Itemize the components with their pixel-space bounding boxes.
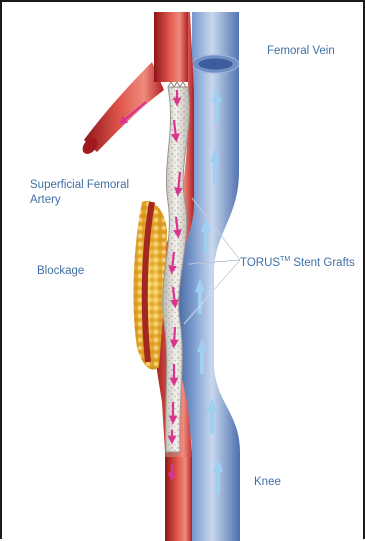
stent-grafts-text: Stent Grafts [290,257,355,269]
torus-stent-grafts-label: TORUSTM Stent Grafts [240,252,355,271]
femoral-vein-label: Femoral Vein [267,44,335,59]
knee-label: Knee [254,475,281,490]
trademark-mark: TM [280,256,290,263]
blockage-label: Blockage [37,264,84,279]
superficial-femoral-artery-label: Superficial Femoral Artery [30,178,130,208]
artery-lower-segment [165,457,192,541]
superficial-femoral-artery-shape [80,62,164,157]
torus-brand: TORUS [240,257,280,269]
